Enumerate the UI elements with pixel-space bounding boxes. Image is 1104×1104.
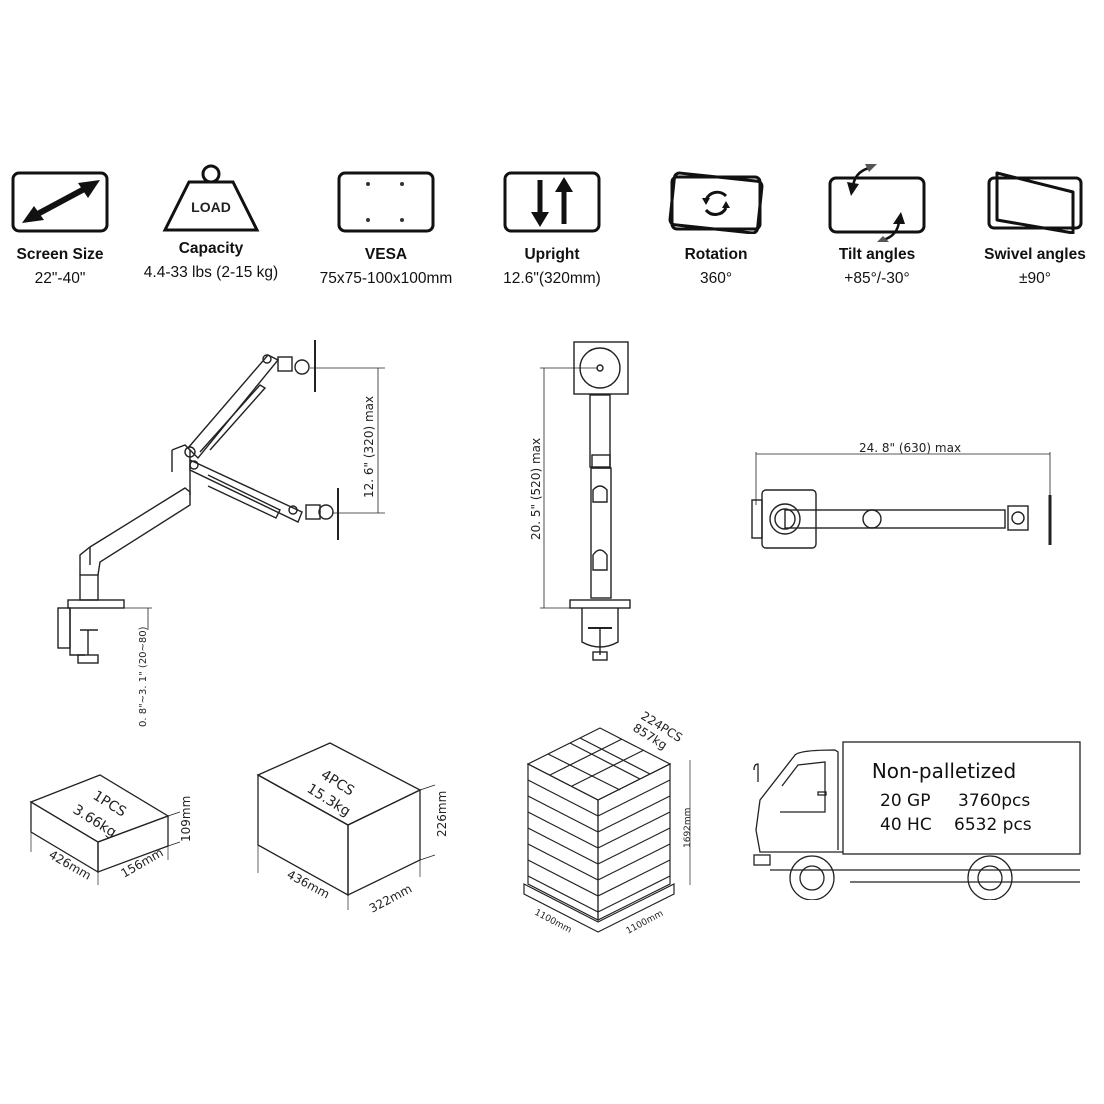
feature-title: Tilt angles bbox=[838, 246, 916, 263]
truck-drawing: Non-palletized 20 GP 3760pcs 40 HC 6532 … bbox=[753, 741, 1081, 900]
pallet-stack-drawing: 224PCS 857kg 1100mm 1100mm 1692mm bbox=[523, 709, 693, 937]
single-box-width: 156mm bbox=[119, 845, 166, 880]
feature-title: Screen Size bbox=[16, 246, 104, 263]
feature-title: VESA bbox=[364, 246, 408, 263]
swivel-icon bbox=[987, 171, 1083, 234]
side-view-arm-drawing: 12. 6" (320) max 0. 8"~3. 1" (20~80) bbox=[57, 340, 385, 727]
dimension-label-reach: 24. 8" (630) max bbox=[859, 441, 961, 455]
pallet-length: 1100mm bbox=[533, 908, 573, 936]
shipping-row-40hc-container: 40 HC bbox=[880, 815, 932, 835]
single-box-drawing: 1PCS 3.66kg 426mm 156mm 109mm bbox=[29, 774, 193, 885]
diagonal-double-arrow-icon bbox=[11, 171, 109, 233]
feature-title: Rotation bbox=[684, 246, 748, 263]
feature-swivel: Swivel angles ±90° bbox=[960, 170, 1104, 288]
up-down-arrows-icon bbox=[503, 171, 601, 233]
rotation-icon bbox=[668, 171, 764, 234]
feature-value: 22"-40" bbox=[34, 270, 86, 287]
feature-value: ±90° bbox=[1019, 270, 1051, 287]
feature-rotation: Rotation 360° bbox=[641, 170, 791, 288]
shipping-row-20gp-count: 3760pcs bbox=[958, 791, 1030, 811]
carton-box-drawing: 4PCS 15.3kg 436mm 322mm 226mm bbox=[256, 742, 449, 915]
front-view-arm-drawing: 20. 5" (520) max bbox=[529, 341, 631, 661]
feature-title: Swivel angles bbox=[984, 246, 1086, 263]
carton-height: 226mm bbox=[435, 791, 449, 837]
feature-title: Upright bbox=[524, 246, 580, 263]
feature-value: 4.4-33 lbs (2-15 kg) bbox=[143, 264, 279, 281]
dimension-label-clamp-range: 0. 8"~3. 1" (20~80) bbox=[138, 626, 149, 727]
vesa-holes-icon bbox=[337, 171, 435, 233]
single-box-height: 109mm bbox=[179, 796, 193, 842]
feature-value: 12.6"(320mm) bbox=[503, 270, 601, 287]
svg-text:LOAD: LOAD bbox=[191, 199, 231, 215]
shipping-title: Non-palletized bbox=[872, 759, 1016, 783]
feature-tilt: Tilt angles +85°/-30° bbox=[802, 164, 952, 288]
feature-capacity: LOAD Capacity 4.4-33 lbs (2-15 kg) bbox=[136, 164, 286, 282]
feature-upright: Upright 12.6"(320mm) bbox=[477, 170, 627, 288]
feature-value: 360° bbox=[699, 270, 733, 287]
feature-title: Capacity bbox=[178, 240, 244, 257]
feature-vesa: VESA 75x75-100x100mm bbox=[311, 170, 461, 288]
top-view-arm-drawing: 24. 8" (630) max bbox=[751, 441, 1052, 549]
carton-width: 322mm bbox=[367, 882, 414, 915]
pallet-width: 1100mm bbox=[625, 909, 665, 937]
feature-value: +85°/-30° bbox=[844, 270, 910, 287]
load-weight-icon: LOAD bbox=[162, 164, 260, 232]
tilt-icon bbox=[828, 164, 926, 242]
shipping-row-40hc-count: 6532 pcs bbox=[954, 815, 1032, 835]
shipping-row-20gp-container: 20 GP bbox=[880, 791, 930, 811]
pallet-height: 1692mm bbox=[683, 808, 693, 848]
dimension-label-front-height: 20. 5" (520) max bbox=[529, 438, 543, 540]
feature-screen-size: Screen Size 22"-40" bbox=[0, 170, 135, 288]
feature-value: 75x75-100x100mm bbox=[319, 270, 453, 287]
dimension-label-upright-height: 12. 6" (320) max bbox=[362, 396, 376, 498]
